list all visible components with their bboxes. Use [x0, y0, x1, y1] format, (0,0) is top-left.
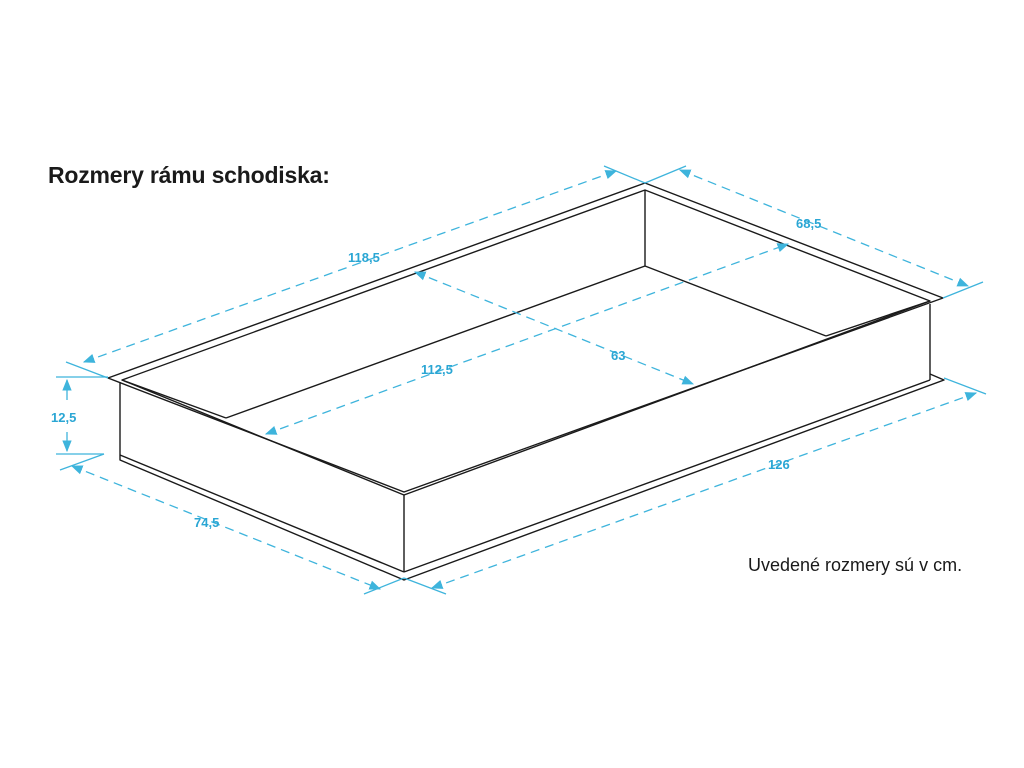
frame-top-inner-rim — [121, 189, 931, 496]
frame-inner-floor-corner — [121, 379, 227, 419]
dim-top-length-line — [82, 170, 618, 363]
frame-inner-floor-right-corner — [825, 300, 931, 337]
dim-bottom-length-line — [430, 392, 978, 589]
dim-bottom-length-label: 126 — [768, 457, 790, 472]
dim-height: 12,5 — [51, 376, 108, 455]
dim-top-length-label: 118,5 — [348, 250, 380, 265]
dim-height-label: 12,5 — [51, 410, 76, 425]
dim-inner-width-label: 63 — [611, 348, 625, 363]
dim-inner-width-line — [413, 271, 695, 385]
dim-bottom-width-line — [70, 465, 382, 590]
frame-bottom-right-edge — [403, 379, 931, 573]
dim-top-width-label: 68,5 — [796, 216, 821, 231]
stair-frame-outline — [107, 182, 945, 581]
dim-inner-length-label: 112,5 — [421, 362, 453, 377]
dim-bottom-length: 126 — [403, 377, 987, 595]
frame-bottom-left-edge — [119, 454, 405, 573]
dim-bottom-width-label: 74,5 — [194, 515, 219, 530]
dim-top-width-line — [678, 169, 970, 287]
dim-top-length: 118,5 — [65, 165, 646, 379]
dim-bottom-width: 74,5 — [59, 453, 405, 595]
dim-top-width: 68,5 — [644, 165, 984, 299]
frame-inner-floor-back — [644, 265, 827, 337]
dim-inner-length: 112,5 — [264, 243, 790, 435]
dim-inner-length-line — [264, 243, 790, 435]
frame-base-plate — [119, 373, 945, 581]
dim-inner-width: 63 — [413, 271, 695, 385]
